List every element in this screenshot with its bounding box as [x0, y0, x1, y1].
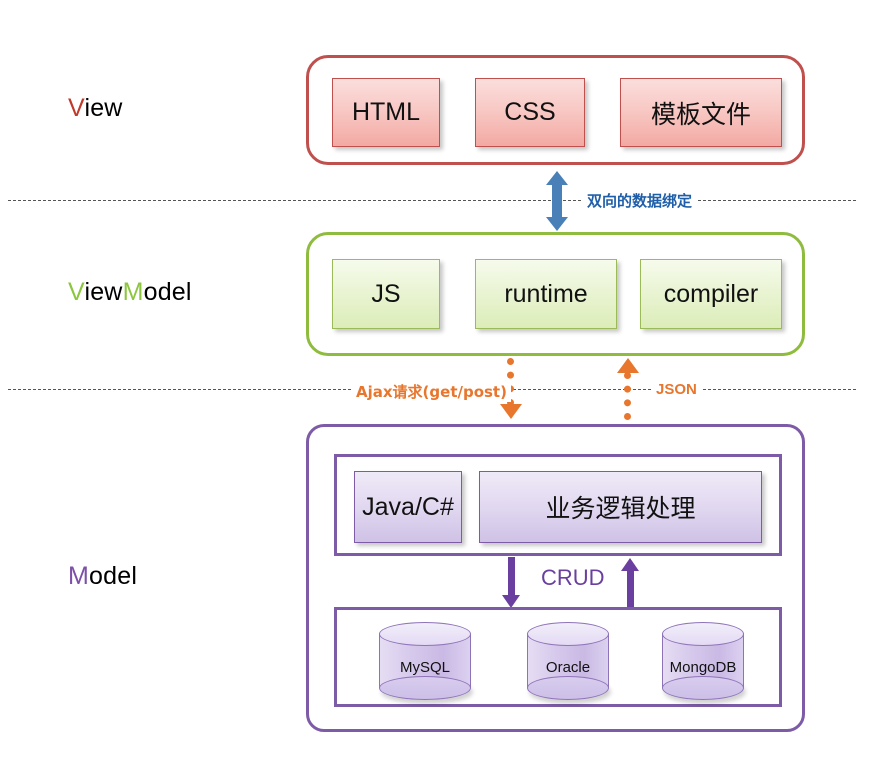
view-item-template-file-label: 模板文件 — [650, 99, 751, 129]
database-oracle[interactable]: Oracle — [527, 622, 609, 700]
database-mongodb-bottom — [662, 676, 744, 700]
crud-write-arrow-head-down — [502, 595, 520, 608]
layer-label-viewmodel-accent-v: V — [68, 278, 85, 306]
database-mongodb-top — [662, 622, 744, 646]
binding-arrow-shaft — [552, 184, 562, 217]
layer-label-view-rest: iew — [84, 94, 123, 122]
model-item-business-logic[interactable]: 业务逻辑处理 — [479, 471, 762, 543]
layer-label-viewmodel-accent-m: M — [122, 278, 144, 306]
viewmodel-item-runtime-label: runtime — [504, 279, 588, 308]
database-oracle-top — [527, 622, 609, 646]
layer-label-viewmodel-mid: iew — [84, 278, 123, 306]
database-oracle-label: Oracle — [545, 659, 591, 676]
model-layer-container: Java/C# 业务逻辑处理 CRUD MySQL — [306, 424, 805, 732]
viewmodel-item-compiler-label: compiler — [663, 279, 759, 308]
view-item-css-label: CSS — [504, 98, 556, 126]
database-mysql[interactable]: MySQL — [379, 622, 471, 700]
layer-label-viewmodel-rest: odel — [143, 278, 192, 306]
binding-arrow-label: 双向的数据绑定 — [583, 190, 697, 211]
layer-label-view-accent: V — [68, 94, 85, 122]
layer-label-model: Model — [68, 562, 137, 591]
divider-view-viewmodel — [8, 200, 856, 201]
model-item-java-csharp[interactable]: Java/C# — [354, 471, 462, 543]
view-item-css[interactable]: CSS — [475, 78, 585, 147]
json-arrow-shaft — [624, 372, 631, 420]
view-item-html-label: HTML — [351, 98, 421, 126]
database-mysql-top — [379, 622, 471, 646]
viewmodel-layer-container: JS runtime compiler — [306, 232, 805, 356]
model-item-java-csharp-label: Java/C# — [362, 492, 454, 521]
binding-arrow-head-down — [546, 217, 568, 231]
viewmodel-item-compiler[interactable]: compiler — [640, 259, 782, 329]
viewmodel-item-js-label: JS — [371, 279, 401, 308]
view-item-template-file[interactable]: 模板文件 — [620, 78, 782, 147]
crud-label: CRUD — [541, 565, 605, 590]
model-item-business-logic-label: 业务逻辑处理 — [545, 494, 696, 523]
json-response-label: JSON — [652, 381, 701, 398]
viewmodel-item-js[interactable]: JS — [332, 259, 440, 329]
ajax-request-label: Ajax请求(get/post) — [352, 381, 511, 402]
view-layer-container: HTML CSS 模板文件 — [306, 55, 805, 165]
database-mysql-bottom — [379, 676, 471, 700]
layer-label-viewmodel: ViewModel — [68, 278, 192, 307]
layer-label-model-rest: odel — [89, 562, 138, 590]
model-logic-panel: Java/C# 业务逻辑处理 — [334, 454, 782, 556]
layer-label-model-accent: M — [68, 562, 90, 590]
database-oracle-bottom — [527, 676, 609, 700]
crud-read-arrow-shaft — [627, 569, 634, 608]
viewmodel-item-runtime[interactable]: runtime — [475, 259, 617, 329]
binding-arrow-head-up — [546, 171, 568, 185]
json-arrow-head-up — [617, 358, 639, 373]
database-mongodb[interactable]: MongoDB — [662, 622, 744, 700]
ajax-arrow-head-down — [500, 404, 522, 419]
layer-label-view: View — [68, 94, 123, 123]
view-item-html[interactable]: HTML — [332, 78, 440, 147]
database-mysql-label: MySQL — [399, 659, 450, 676]
database-mongodb-label: MongoDB — [669, 659, 737, 676]
model-database-panel: MySQL Oracle MongoDB — [334, 607, 782, 707]
crud-read-arrow-head-up — [621, 558, 639, 571]
crud-write-arrow-shaft — [508, 557, 515, 599]
